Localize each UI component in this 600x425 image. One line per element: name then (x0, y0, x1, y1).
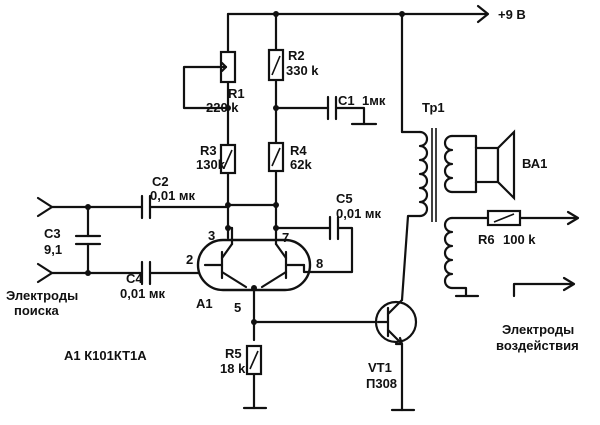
supply-label: +9 В (498, 7, 526, 22)
resistor-r2 (267, 48, 285, 82)
impact-electrodes-label-1: Электроды (502, 322, 574, 337)
search-electrode-top (36, 196, 144, 218)
search-electrodes-label-2: поиска (14, 303, 60, 318)
search-electrodes-label-1: Электроды (6, 288, 78, 303)
pin-3: 3 (208, 228, 215, 243)
r1-name: R1 (228, 86, 245, 101)
vt1-part: П308 (366, 376, 397, 391)
a1-part-caption: А1 К101КТ1А (64, 348, 147, 363)
c4-name: C4 (126, 271, 143, 286)
tr1-name: Тр1 (422, 100, 445, 115)
transformer-secondary-speaker (443, 134, 478, 194)
r6-value: 100 k (503, 232, 536, 247)
c3-value: 9,1 (44, 242, 62, 257)
impact-electrodes-label-2: воздействия (496, 338, 579, 353)
capacitor-c2 (140, 194, 230, 220)
capacitor-c3 (74, 205, 102, 275)
transistor-vt1 (374, 298, 418, 412)
capacitor-c5 (273, 215, 354, 274)
capacitor-c1 (274, 95, 378, 126)
transformer-secondary-impact (443, 210, 580, 298)
speaker-ba1 (474, 129, 516, 201)
r2-value: 330 k (286, 63, 319, 78)
c1-name: C1 (338, 93, 355, 108)
r5-name: R5 (225, 346, 242, 361)
pin-5: 5 (234, 300, 241, 315)
pin-7: 7 (282, 230, 289, 245)
left-divider-wires (182, 12, 231, 240)
r2-name: R2 (288, 48, 305, 63)
resistor-r6 (486, 209, 522, 227)
pin-8: 8 (316, 256, 323, 271)
supply-rail (226, 4, 490, 24)
r4-value: 62k (290, 157, 312, 172)
r1-value: 220 k (206, 100, 239, 115)
resistor-r5 (245, 344, 263, 376)
ba1-name: ВА1 (522, 156, 547, 171)
resistor-r3 (219, 143, 237, 175)
r6-name: R6 (478, 232, 495, 247)
r3-value: 130k (196, 157, 226, 172)
transformer-primary (400, 12, 437, 302)
resistor-r1 (216, 50, 237, 84)
capacitor-c4 (140, 260, 207, 286)
c2-name: C2 (152, 174, 169, 189)
emitter-node-wires (242, 286, 380, 410)
c5-value: 0,01 мк (336, 206, 382, 221)
a1-name: A1 (196, 296, 213, 311)
r5-value: 18 k (220, 361, 246, 376)
c1-value: 1мк (362, 93, 386, 108)
c4-value: 0,01 мк (120, 286, 166, 301)
resistor-r4 (267, 141, 285, 173)
pin-2: 2 (186, 252, 193, 267)
c3-name: C3 (44, 226, 61, 241)
c5-name: C5 (336, 191, 353, 206)
right-divider-wires (226, 12, 279, 240)
ic-a1 (196, 226, 312, 292)
r3-name: R3 (200, 143, 217, 158)
c2-value: 0,01 мк (150, 188, 196, 203)
vt1-name: VT1 (368, 360, 392, 375)
r4-name: R4 (290, 143, 307, 158)
